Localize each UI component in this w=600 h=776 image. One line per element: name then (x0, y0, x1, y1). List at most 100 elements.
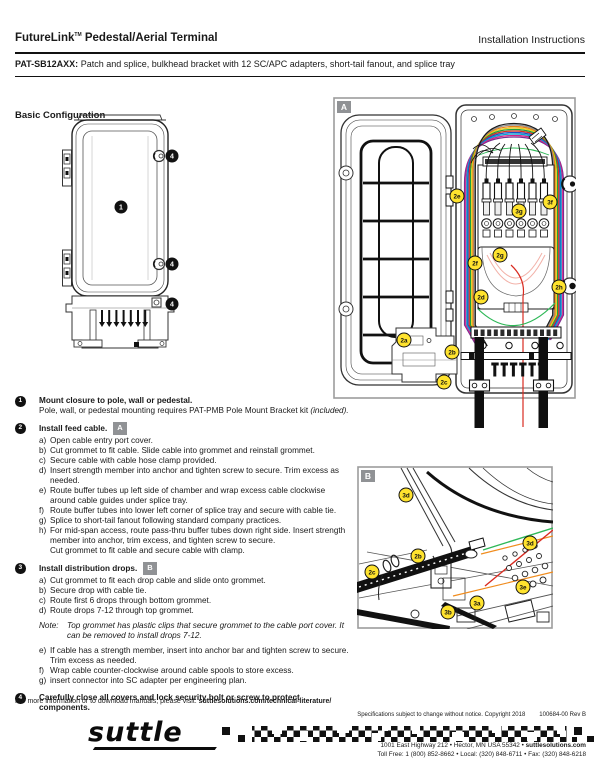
step-item: c) Secure cable with cable hose clamp pro… (39, 456, 351, 466)
fanout-area (470, 144, 548, 167)
item-text: Splice to short-tail fanout following st… (50, 516, 282, 525)
trademark-symbol: TM (74, 32, 82, 38)
header-rule (15, 52, 585, 54)
svg-text:3e: 3e (519, 584, 527, 591)
spec-line: Specifications subject to change without… (357, 712, 586, 718)
step-4: 4 Carefully close all covers and lock se… (15, 693, 351, 713)
address-line: 1001 East Highway 212 • Hector, MN USA 5… (380, 742, 586, 749)
item-text: Open cable entry port cover. (50, 436, 153, 445)
fiber-lines (452, 527, 553, 597)
product-line: PAT-SB12AXX: Patch and splice, bulkhead … (15, 59, 455, 69)
hose-clamp-right (532, 379, 555, 392)
svg-text:3d: 3d (402, 492, 410, 499)
drop-cable-main (357, 545, 475, 593)
callout-2d: 2d (473, 289, 489, 305)
callout-2b-b: 2b (410, 548, 426, 564)
item-text: Secure drop with cable tie. (50, 586, 147, 595)
svg-text:2c: 2c (368, 569, 376, 576)
callout-2c: 2c (436, 374, 452, 390)
item-text: Route first 6 drops through bottom gromm… (50, 596, 212, 605)
callout-3e: 3e (515, 579, 531, 595)
callout-2a: 2a (396, 332, 412, 348)
cable-ferrule (468, 537, 486, 551)
callout-3g: 3g (511, 203, 527, 219)
doc-type-label: Installation Instructions (478, 34, 585, 46)
item-text: If cable has a strength member, insert i… (50, 646, 349, 665)
item-letter: c) (39, 596, 46, 605)
item-text: For mid-span access, route pass-thru buf… (50, 526, 346, 545)
item-letter: g) (39, 516, 47, 525)
step-item: d)Route drops 7-12 through top grommet. (39, 606, 351, 616)
item-letter: c) (39, 456, 46, 465)
step-title-row: Install distribution drops.B (39, 562, 351, 576)
step-body-italic: (included). (310, 406, 349, 415)
sc-connectors (481, 178, 550, 238)
step-item: a)Open cable entry port cover. (39, 436, 351, 446)
doc-number: 100684-00 Rev B (539, 712, 586, 718)
callout-3d-fiber: 3d (522, 535, 538, 551)
section-title: Basic Configuration (15, 110, 106, 121)
item-text: Secure cable with cable hose clamp provi… (50, 456, 217, 465)
item-text: Cut grommet to fit cable and secure cabl… (50, 546, 245, 555)
step-number: 4 (15, 693, 26, 704)
step-item: b)Secure drop with cable tie. (39, 586, 351, 596)
cable-tie (378, 554, 420, 619)
company-site: suttlesolutions.com (525, 742, 586, 749)
step-item: d)Insert strength member into anchor and… (39, 466, 351, 486)
marker-4-mid: 4 (165, 257, 179, 271)
step-title: Mount closure to pole, wall or pedestal. (39, 396, 193, 405)
page-title-brand: FutureLink (15, 32, 75, 44)
more-info-line: For more information or to download manu… (15, 698, 331, 705)
item-text: Cut grommet to fit each drop cable and s… (50, 576, 266, 585)
svg-text:3f: 3f (547, 199, 554, 206)
drop-cable-lower (357, 609, 450, 629)
callout-3b: 3b (440, 604, 456, 620)
step-item: e)Route buffer tubes up left side of cha… (39, 486, 351, 506)
note-label: Note: (39, 621, 59, 630)
callout-2b: 2b (444, 344, 460, 360)
note: Note: Top grommet has plastic clips that … (39, 621, 351, 641)
step-number: 1 (15, 396, 26, 407)
step-item: g)insert connector into SC adapter per e… (39, 676, 351, 686)
terminal-base (65, 295, 175, 349)
splice-hardware-icon (528, 127, 547, 145)
buffer-tube-bundle (463, 122, 565, 347)
subheader-rule (15, 76, 585, 77)
callout-2h: 2h (551, 279, 567, 295)
callout-2c-b: 2c (364, 564, 380, 580)
step-item: a)Cut grommet to fit each drop cable and… (39, 576, 351, 586)
cover-edge (400, 467, 553, 564)
step-item: b)Cut grommet to fit cable. Slide cable … (39, 446, 351, 456)
step-number: 2 (15, 423, 26, 434)
step-item: Cut grommet to fit cable and secure cabl… (39, 546, 351, 556)
step-item: f)Route buffer tubes into lower left cor… (39, 506, 351, 516)
step-item: c) Route first 6 drops through bottom gro… (39, 596, 351, 606)
callout-3a: 3a (469, 595, 485, 611)
ref-badge-a: A (113, 422, 127, 435)
item-text: Wrap cable counter-clockwise around cabl… (50, 666, 294, 675)
page-title: FutureLinkTM Pedestal/Aerial Terminal (15, 32, 218, 44)
step-item: f)Wrap cable counter-clockwise around ca… (39, 666, 351, 676)
svg-text:2b: 2b (414, 553, 422, 560)
svg-text:2h: 2h (555, 284, 563, 291)
fiber-green-top (478, 147, 550, 156)
terminal-top-cap (74, 114, 166, 121)
page-title-rest: Pedestal/Aerial Terminal (81, 32, 218, 44)
svg-text:3b: 3b (444, 609, 452, 616)
item-text: Cut grommet to fit cable. Slide cable in… (50, 446, 315, 455)
panel-b-label: B (361, 470, 375, 482)
marker-4-top: 4 (165, 149, 179, 163)
svg-text:3a: 3a (473, 600, 481, 607)
step-item: h)For mid-span access, route pass-thru b… (39, 526, 351, 546)
ref-badge-b: B (143, 562, 157, 575)
step-title: Install feed cable. (39, 424, 108, 433)
svg-text:A: A (341, 102, 347, 112)
note-text: Top grommet has plastic clips that secur… (67, 621, 344, 640)
phone-line: Toll Free: 1 (800) 852-8662 • Local: (32… (377, 751, 586, 758)
security-bolt-lower (152, 257, 166, 271)
drop-cable-stub (441, 602, 497, 629)
item-letter: b) (39, 586, 47, 595)
step-body-text: Pole, wall, or pedestal mounting require… (39, 406, 311, 415)
step-3: 3 Install distribution drops.B a)Cut gro… (15, 562, 351, 686)
